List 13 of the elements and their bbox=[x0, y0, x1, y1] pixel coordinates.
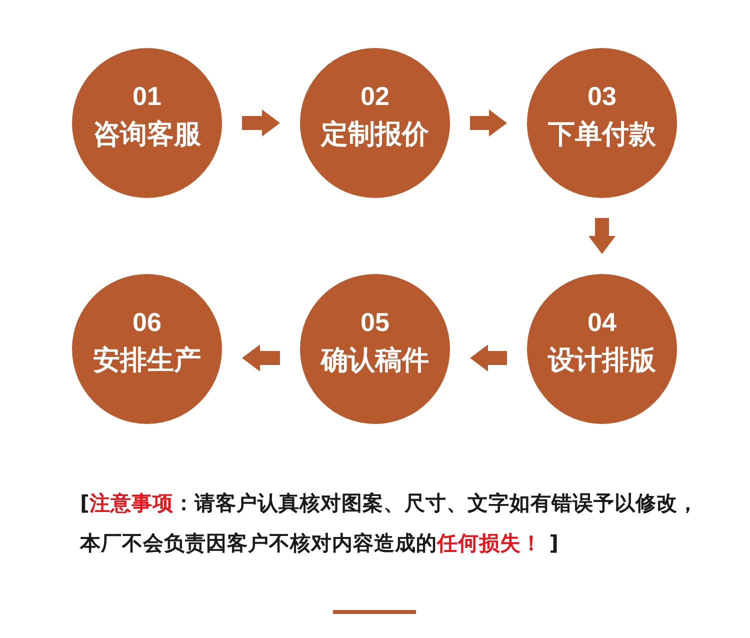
step-label: 设计排版 bbox=[548, 345, 656, 377]
step-number: 06 bbox=[132, 308, 162, 336]
step-label: 安排生产 bbox=[93, 345, 201, 377]
note-text: [注意事项：请客户认真核对图案、尺寸、文字如有错误予以修改，本厂不会负责因客户不核对内容造成的任何损失！ ] bbox=[80, 490, 700, 557]
step-number: 05 bbox=[360, 308, 390, 336]
step-label: 定制报价 bbox=[321, 119, 429, 151]
step-label: 确认稿件 bbox=[321, 345, 429, 377]
step-number: 02 bbox=[360, 82, 390, 110]
step-number: 04 bbox=[588, 308, 616, 336]
step-number: 03 bbox=[588, 82, 616, 110]
step-label: 咨询客服 bbox=[93, 119, 201, 151]
step-label: 下单付款 bbox=[548, 119, 656, 151]
step-number: 01 bbox=[132, 82, 162, 110]
